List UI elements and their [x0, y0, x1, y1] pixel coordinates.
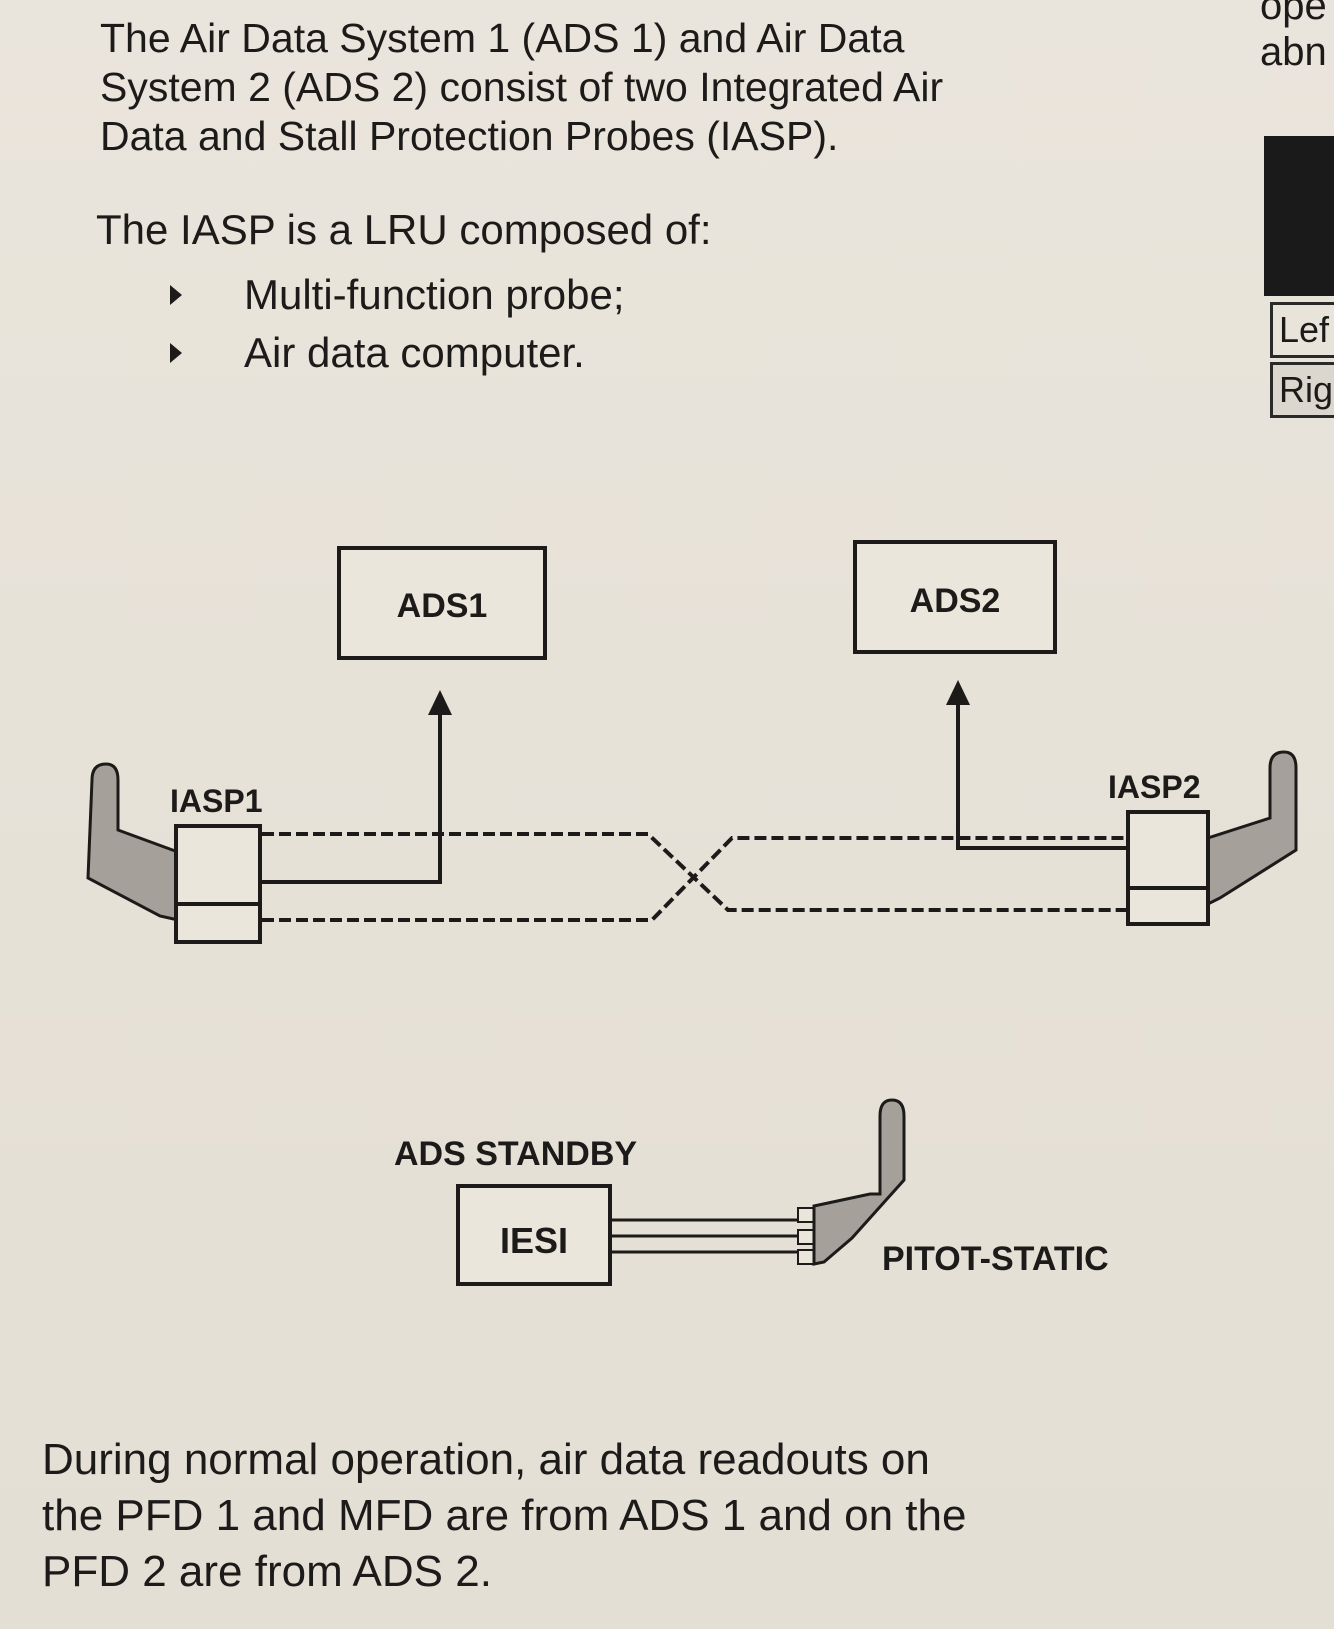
intro-line-2: System 2 (ADS 2) consist of two Integrat…	[100, 64, 944, 110]
iasp2-to-ads2-line	[956, 700, 1130, 850]
outro-line-3: PFD 2 are from ADS 2.	[42, 1547, 492, 1596]
ads1-label: ADS1	[397, 587, 488, 625]
component-label: Multi-function probe;	[244, 271, 625, 318]
outro-paragraph: During normal operation, air data readou…	[42, 1432, 1142, 1600]
adjacent-page-word: ope	[1260, 0, 1327, 28]
cross-feed-line	[262, 836, 1128, 922]
ads-standby-label: ADS STANDBY	[394, 1135, 637, 1173]
outro-line-2: the PFD 1 and MFD are from ADS 1 and on …	[42, 1491, 967, 1540]
intro-line-1: The Air Data System 1 (ADS 1) and Air Da…	[100, 15, 905, 61]
arrow-up-icon	[428, 690, 452, 715]
triangle-bullet-icon	[170, 343, 182, 363]
adjacent-page-box-right: Rig	[1270, 362, 1334, 418]
adjacent-page-dark-block	[1264, 136, 1334, 296]
intro-line-3: Data and Stall Protection Probes (IASP).	[100, 113, 839, 159]
list-item: Air data computer.	[170, 324, 625, 382]
intro-paragraph: The Air Data System 1 (ADS 1) and Air Da…	[100, 14, 1080, 161]
iasp-component-list: Multi-function probe; Air data computer.	[170, 266, 625, 382]
iasp-heading: The IASP is a LRU composed of:	[96, 206, 712, 253]
ads2-label: ADS2	[910, 582, 1001, 620]
pitot-static-label: PITOT-STATIC	[882, 1240, 1109, 1278]
iasp1-label: IASP1	[170, 783, 262, 819]
ads1-box	[337, 546, 547, 660]
iasp1-to-ads1-line	[262, 710, 442, 884]
adjacent-page-word: abn	[1260, 30, 1327, 74]
component-label: Air data computer.	[244, 329, 585, 376]
ads2-box	[853, 540, 1057, 654]
arrow-up-icon	[946, 680, 970, 705]
outro-line-1: During normal operation, air data readou…	[42, 1435, 930, 1484]
adjacent-page-box-left: Lef	[1270, 302, 1334, 358]
iesi-label: IESI	[500, 1220, 568, 1261]
iasp1-probe	[86, 762, 262, 944]
iasp2-probe	[1126, 750, 1298, 926]
iasp2-label: IASP2	[1108, 769, 1200, 805]
pitot-static-probe	[797, 1098, 906, 1266]
list-item: Multi-function probe;	[170, 266, 625, 324]
triangle-bullet-icon	[170, 285, 182, 305]
cross-feed-line	[262, 832, 1128, 912]
